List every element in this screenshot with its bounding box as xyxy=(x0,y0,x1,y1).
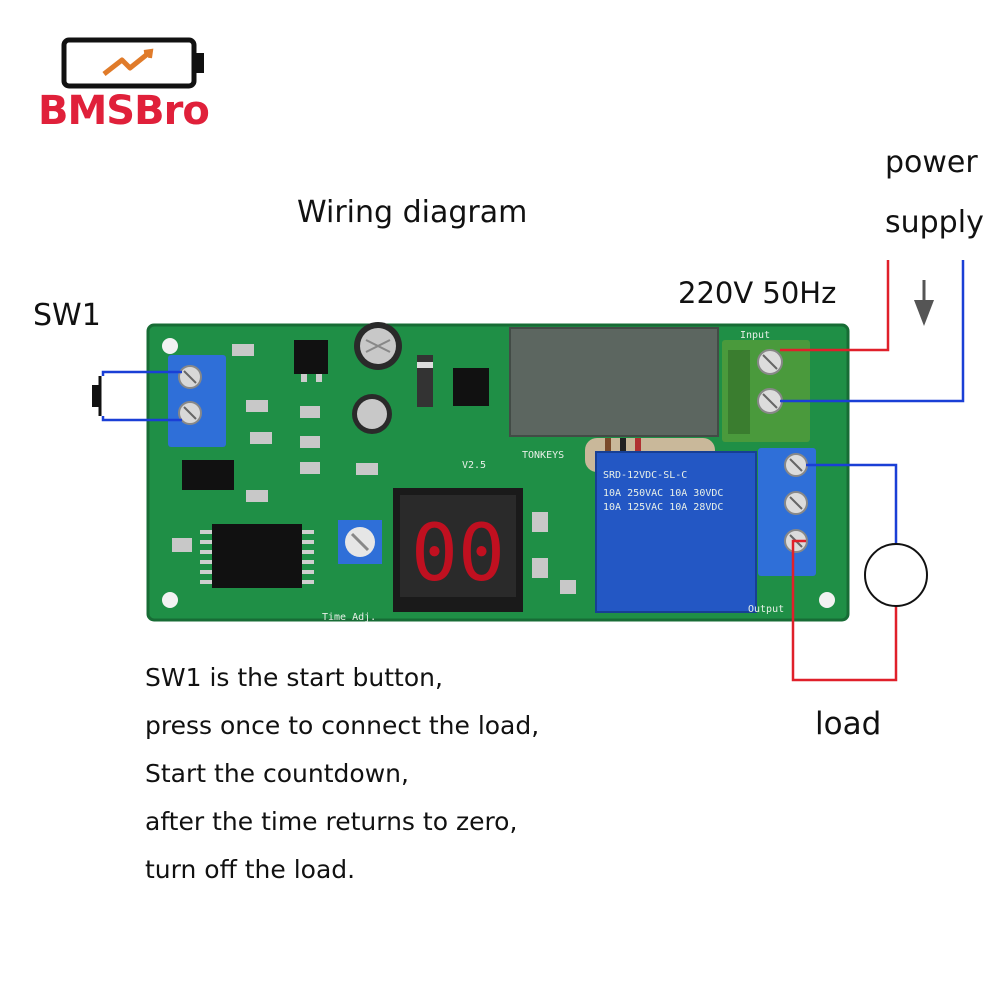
sw1-label: SW1 xyxy=(33,298,101,333)
output-terminal-block xyxy=(758,448,816,576)
down-arrow-icon xyxy=(914,280,934,326)
power-label: power xyxy=(885,145,978,180)
load-wire-blue xyxy=(806,463,898,545)
sw1-terminal-block xyxy=(168,355,226,447)
capacitor-c1 xyxy=(510,328,718,436)
display-digits: 00 xyxy=(411,509,505,599)
instruction-notes: SW1 is the start button, press once to c… xyxy=(145,654,539,894)
potentiometer xyxy=(338,520,382,564)
load-lamp-icon xyxy=(864,543,928,607)
capacitor-large xyxy=(354,322,402,370)
note-line: turn off the load. xyxy=(145,855,356,884)
relay-model: SRD-12VDC-SL-C xyxy=(603,470,687,481)
brand-logo-text: BMSBro xyxy=(38,88,210,134)
input-terminal-block xyxy=(722,340,810,442)
load-wire-red xyxy=(791,539,898,682)
seven-segment-display: 00 xyxy=(393,488,523,612)
jumper-s2 xyxy=(182,460,234,490)
voltage-label: 220V 50Hz xyxy=(678,276,837,310)
time-adj-silk: Time Adj. xyxy=(322,612,376,623)
smd-parts xyxy=(172,344,576,594)
load-label: load xyxy=(815,706,882,742)
supply-label: supply xyxy=(885,205,984,240)
relay-rating-1: 10A 250VAC 10A 30VDC xyxy=(603,488,723,499)
input-silk: Input xyxy=(740,330,770,341)
diagram-title: Wiring diagram xyxy=(297,195,528,230)
note-line: Start the countdown, xyxy=(145,759,409,788)
capacitor-small xyxy=(352,394,392,434)
version-silk: V2.5 xyxy=(462,460,486,471)
power-wire-blue xyxy=(780,260,965,403)
output-silk: Output xyxy=(748,604,784,615)
regulator-u2 xyxy=(294,340,328,374)
relay: SRD-12VDC-SL-C 10A 250VAC 10A 30VDC 10A … xyxy=(595,451,757,613)
note-line: SW1 is the start button, xyxy=(145,663,443,692)
brand-silk: TONKEYS xyxy=(522,450,564,461)
push-button-icon xyxy=(92,370,182,422)
ic-u1 xyxy=(200,524,314,588)
power-wire-red xyxy=(780,260,890,352)
relay-rating-2: 10A 125VAC 10A 28VDC xyxy=(603,502,723,513)
battery-logo-icon xyxy=(61,37,204,89)
note-line: after the time returns to zero, xyxy=(145,807,518,836)
transistor xyxy=(453,368,489,406)
note-line: press once to connect the load, xyxy=(145,711,540,740)
